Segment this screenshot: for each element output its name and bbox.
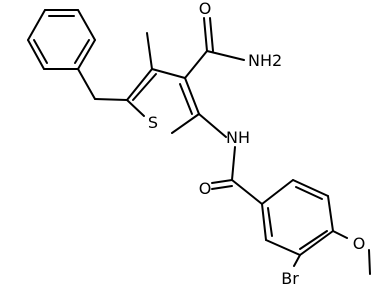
- thiophene-sulfur-label: S: [148, 113, 158, 132]
- nh2-label: NH2: [248, 51, 282, 70]
- nh-label: NH: [226, 128, 250, 147]
- bromine-label: Br: [281, 269, 299, 288]
- benzyl-phenyl-ring: [27, 9, 96, 70]
- thiophene-ring: [77, 32, 208, 134]
- amide-oxygen-label: O: [199, 0, 212, 18]
- methoxy-oxygen-label: O: [353, 234, 366, 253]
- benzamide-oxygen-label: O: [199, 179, 212, 198]
- benzamide-linker: [198, 113, 263, 205]
- amide-group: [203, 17, 245, 61]
- bromomethoxyphenyl-ring: [261, 179, 371, 275]
